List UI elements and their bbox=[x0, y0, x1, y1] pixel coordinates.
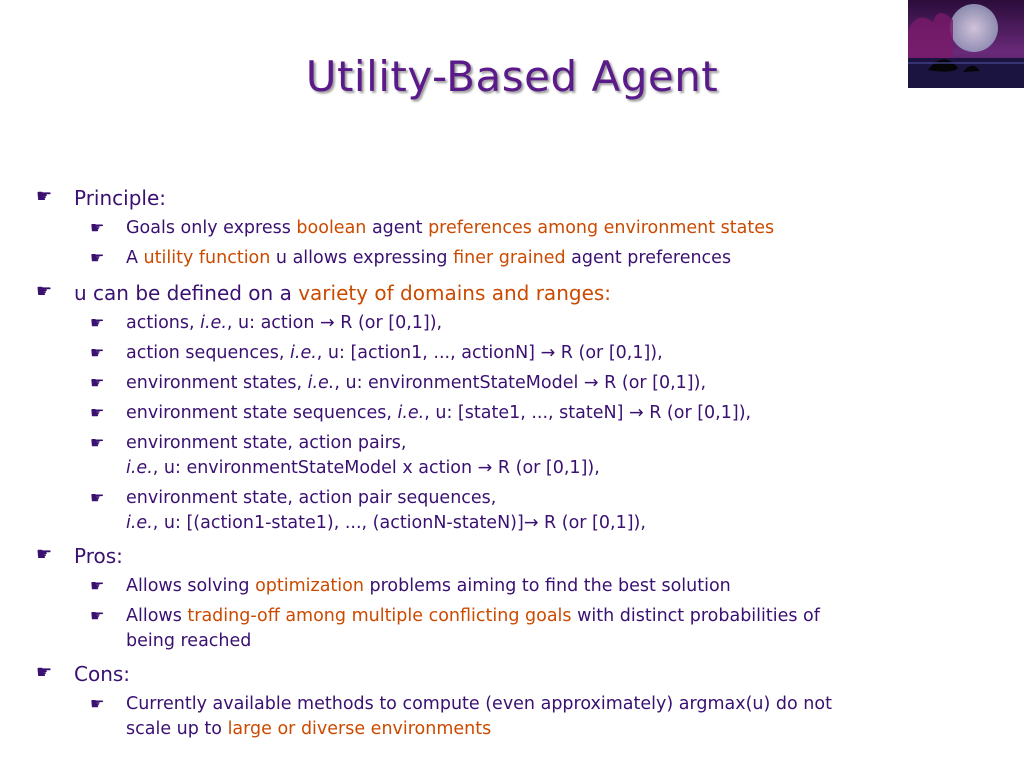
text-fragment: i.e. bbox=[307, 373, 335, 393]
text-fragment: u can be defined on a bbox=[74, 281, 299, 305]
pointing-hand-bullet-icon: ☛ bbox=[90, 433, 105, 452]
text-fragment: Allows solving bbox=[126, 576, 256, 596]
bullet-item: u can be defined on a variety of domains… bbox=[74, 281, 611, 305]
sub-bullet-continuation: i.e., u: environmentStateModel x action … bbox=[126, 458, 600, 478]
pointing-hand-bullet-icon: ☛ bbox=[36, 544, 53, 565]
bullet-item: Cons: bbox=[74, 662, 130, 686]
sub-bullet-item: Allows trading-off among multiple confli… bbox=[126, 606, 820, 626]
text-fragment: , u: environmentStateModel → R (or [0,1]… bbox=[334, 373, 707, 393]
sub-bullet-item: action sequences, i.e., u: [action1, ...… bbox=[126, 343, 663, 363]
text-fragment: , u: action → R (or [0,1]), bbox=[226, 313, 443, 333]
text-fragment: agent bbox=[366, 218, 429, 238]
pointing-hand-bullet-icon: ☛ bbox=[90, 576, 105, 595]
sub-bullet-item: Allows solving optimization problems aim… bbox=[126, 576, 731, 596]
pointing-hand-bullet-icon: ☛ bbox=[90, 694, 105, 713]
bullet-item: Pros: bbox=[74, 544, 123, 568]
page-title: Utility-Based Agent bbox=[305, 52, 719, 101]
text-fragment: being reached bbox=[126, 631, 252, 651]
highlighted-text: trading-off among multiple conflicting g… bbox=[187, 606, 572, 626]
sub-bullet-item: A utility function u allows expressing f… bbox=[126, 248, 731, 268]
pointing-hand-bullet-icon: ☛ bbox=[36, 662, 53, 683]
text-fragment: scale up to bbox=[126, 719, 228, 739]
text-fragment: problems aiming to find the best solutio… bbox=[363, 576, 731, 596]
text-fragment: with distinct probabilities of bbox=[571, 606, 820, 626]
text-fragment: Allows bbox=[126, 606, 188, 626]
sub-bullet-continuation: scale up to large or diverse environment… bbox=[126, 719, 491, 739]
night-scene-image bbox=[908, 0, 1024, 88]
text-fragment: i.e. bbox=[200, 313, 227, 333]
text-fragment: Principle: bbox=[74, 186, 167, 210]
sub-bullet-item: environment state, action pairs, bbox=[126, 433, 406, 453]
text-fragment: i.e. bbox=[397, 403, 425, 423]
pointing-hand-bullet-icon: ☛ bbox=[36, 281, 53, 302]
text-fragment: i.e. bbox=[126, 458, 153, 478]
text-fragment: Goals only express bbox=[126, 218, 297, 238]
text-fragment: environment state, action pairs, bbox=[126, 433, 407, 453]
text-fragment: , u: [state1, ..., stateN] → R (or [0,1]… bbox=[424, 403, 752, 423]
text-fragment: agent preferences bbox=[565, 248, 732, 268]
sub-bullet-item: environment states, i.e., u: environment… bbox=[126, 373, 706, 393]
pointing-hand-bullet-icon: ☛ bbox=[90, 403, 105, 422]
text-fragment: Pros: bbox=[74, 544, 123, 568]
pointing-hand-bullet-icon: ☛ bbox=[90, 313, 105, 332]
sub-bullet-item: environment state sequences, i.e., u: [s… bbox=[126, 403, 751, 423]
text-fragment: , u: [(action1-state1), ..., (actionN-st… bbox=[152, 513, 646, 533]
sub-bullet-item: environment state, action pair sequences… bbox=[126, 488, 496, 508]
text-fragment: environment states, bbox=[126, 373, 308, 393]
sub-bullet-item: Goals only express boolean agent prefere… bbox=[126, 218, 774, 238]
text-fragment: environment state, action pair sequences… bbox=[126, 488, 497, 508]
text-fragment: i.e. bbox=[290, 343, 317, 363]
bullet-item: Principle: bbox=[74, 186, 166, 210]
text-fragment: , u: [action1, ..., actionN] → R (or [0,… bbox=[316, 343, 663, 363]
highlighted-text: optimization bbox=[255, 576, 364, 596]
pointing-hand-bullet-icon: ☛ bbox=[90, 373, 105, 392]
sub-bullet-item: Currently available methods to compute (… bbox=[126, 694, 832, 714]
highlighted-text: large or diverse environments bbox=[227, 719, 492, 739]
pointing-hand-bullet-icon: ☛ bbox=[90, 343, 105, 362]
text-fragment: Cons: bbox=[74, 662, 131, 686]
text-fragment: i.e. bbox=[126, 513, 153, 533]
pointing-hand-bullet-icon: ☛ bbox=[36, 186, 53, 207]
sub-bullet-item: actions, i.e., u: action → R (or [0,1]), bbox=[126, 313, 442, 333]
pointing-hand-bullet-icon: ☛ bbox=[90, 606, 105, 625]
highlighted-text: preferences among environment states bbox=[428, 218, 775, 238]
text-fragment: Currently available methods to compute (… bbox=[126, 694, 832, 714]
pointing-hand-bullet-icon: ☛ bbox=[90, 488, 105, 507]
pointing-hand-bullet-icon: ☛ bbox=[90, 218, 105, 237]
text-fragment: u allows expressing bbox=[270, 248, 454, 268]
sub-bullet-continuation: i.e., u: [(action1-state1), ..., (action… bbox=[126, 513, 646, 533]
pointing-hand-bullet-icon: ☛ bbox=[90, 248, 105, 267]
highlighted-text: utility function bbox=[143, 248, 271, 268]
text-fragment: environment state sequences, bbox=[126, 403, 398, 423]
text-fragment: action sequences, bbox=[126, 343, 291, 363]
decorative-night-lake-image bbox=[908, 0, 1024, 88]
highlighted-text: variety of domains and ranges: bbox=[298, 281, 612, 305]
text-fragment: actions, bbox=[126, 313, 201, 333]
text-fragment: , u: environmentStateModel x action → R … bbox=[152, 458, 600, 478]
text-fragment: A bbox=[126, 248, 144, 268]
highlighted-text: finer grained bbox=[453, 248, 566, 268]
highlighted-text: boolean bbox=[296, 218, 367, 238]
sub-bullet-continuation: being reached bbox=[126, 631, 251, 651]
